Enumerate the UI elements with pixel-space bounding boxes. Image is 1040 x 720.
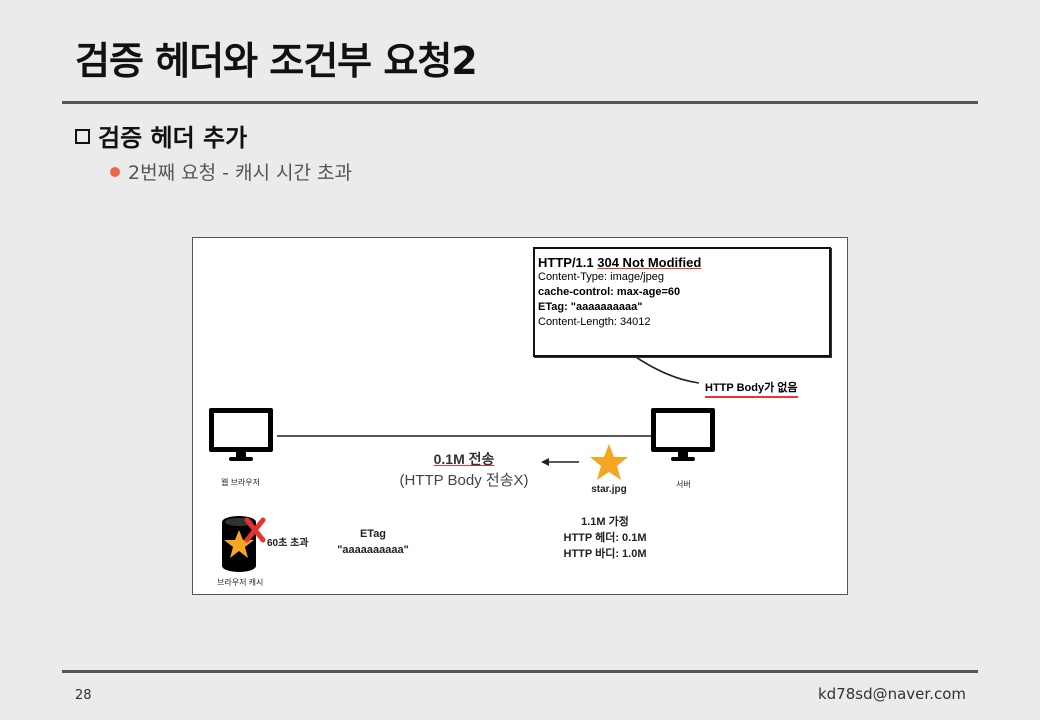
- client-monitor-icon: [209, 408, 273, 461]
- transfer-info: 0.1M 전송 (HTTP Body 전송X): [389, 449, 539, 490]
- bullet-level1-text: 검증 헤더 추가: [98, 124, 248, 152]
- transfer-label: 0.1M 전송: [433, 451, 495, 467]
- no-body-label: HTTP Body가 없음: [705, 379, 798, 398]
- title-divider: [62, 101, 978, 104]
- server-label: 서버: [676, 480, 691, 489]
- file-info-line: 1.1M 가정: [581, 516, 629, 528]
- page-number: 28: [75, 688, 92, 703]
- server-monitor-icon: [651, 408, 715, 461]
- cache-label: 브라우저 캐시: [217, 578, 264, 587]
- response-header: cache-control: max-age=60: [538, 286, 681, 298]
- cache-diagram: HTTP/1.1 304 Not Modified Content-Type: …: [192, 237, 848, 595]
- etag-info: ETag "aaaaaaaaaa": [323, 526, 423, 558]
- bullet-level1: 검증 헤더 추가: [75, 118, 247, 153]
- author-email: kd78sd@naver.com: [817, 685, 966, 703]
- star-icon: [590, 444, 628, 480]
- response-status-code: 304 Not Modified: [597, 255, 702, 270]
- dot-bullet-icon: [110, 166, 120, 177]
- diagram-lines: [222, 345, 700, 572]
- response-header: ETag: "aaaaaaaaaa": [538, 301, 643, 313]
- transfer-sublabel: (HTTP Body 전송X): [399, 472, 529, 489]
- response-header: Content-Type: image/jpeg: [538, 271, 664, 283]
- file-info: 1.1M 가정 HTTP 헤더: 0.1M HTTP 바디: 1.0M: [545, 514, 665, 562]
- etag-title: ETag: [359, 528, 387, 540]
- expired-label: 60초 초과: [267, 538, 309, 549]
- response-status-line: HTTP/1.1 304 Not Modified: [538, 255, 829, 270]
- etag-value: "aaaaaaaaaa": [337, 544, 409, 556]
- file-info-line: HTTP 헤더: 0.1M: [563, 532, 647, 544]
- response-box: HTTP/1.1 304 Not Modified Content-Type: …: [533, 247, 831, 357]
- file-label: star.jpg: [591, 484, 627, 495]
- slide-title: 검증 헤더와 조건부 요청2: [75, 39, 478, 83]
- checkbox-bullet-icon: [75, 128, 90, 144]
- bullet-level2: 2번째 요청 - 캐시 시간 초과: [110, 158, 352, 185]
- footer-divider: [62, 670, 978, 673]
- database-icon: [222, 516, 256, 572]
- client-label: 웹 브라우저: [221, 478, 261, 487]
- x-mark-icon: [244, 517, 266, 543]
- transfer-arrowhead: [541, 458, 549, 466]
- response-header: Content-Length: 34012: [538, 316, 651, 328]
- bullet-level2-text: 2번째 요청 - 캐시 시간 초과: [128, 162, 352, 184]
- file-info-line: HTTP 바디: 1.0M: [563, 548, 647, 560]
- response-protocol: HTTP/1.1: [538, 255, 598, 270]
